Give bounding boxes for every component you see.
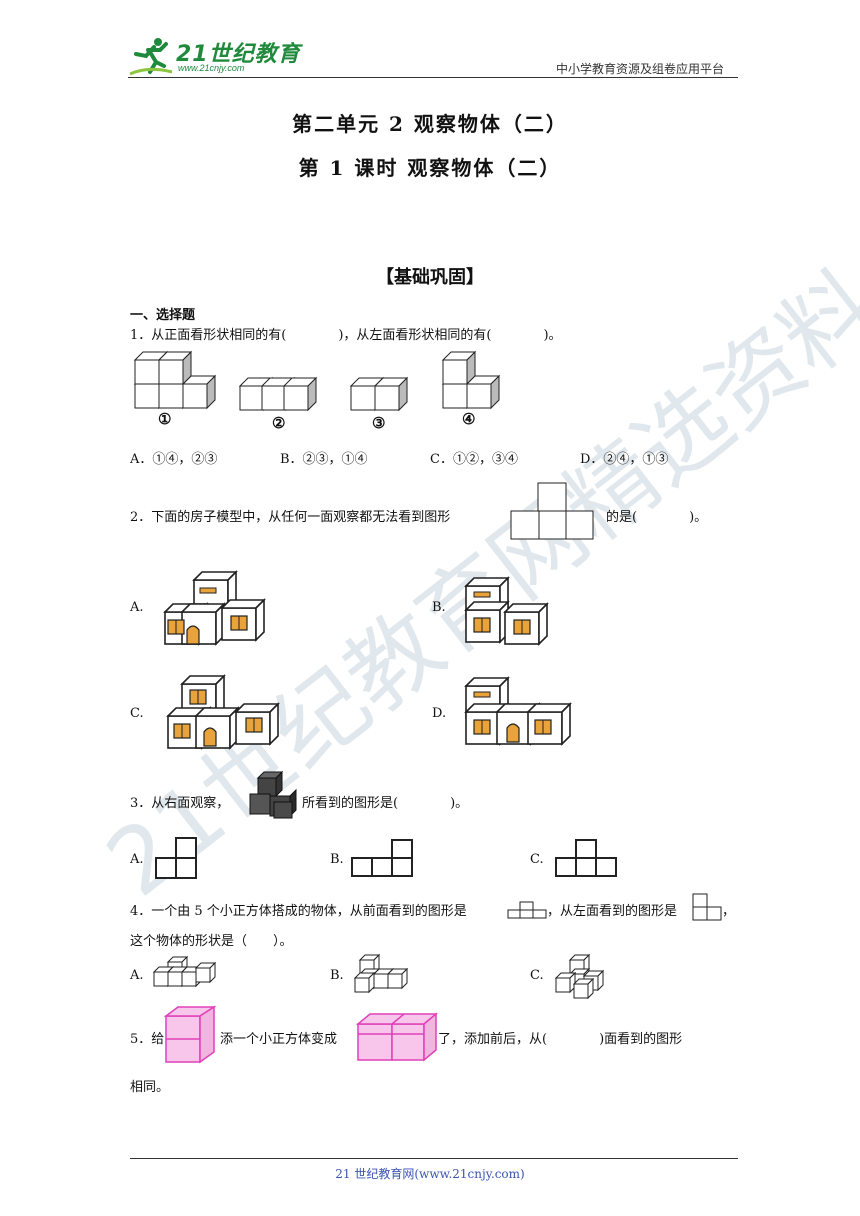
logo-runner-icon xyxy=(129,38,173,76)
footer-text: 21 世纪教育网(www.21cnjy.com) xyxy=(335,1167,525,1181)
header-tagline: 中小学教育资源及组卷应用平台 xyxy=(555,62,724,76)
q4-option-b[interactable]: B. xyxy=(330,968,344,983)
q3-solid-figure xyxy=(249,770,297,819)
question-5-text-a: 5．给 xyxy=(130,1032,165,1047)
section-heading: 【基础巩固】 xyxy=(376,267,484,288)
unit-title: 第二单元 2 观察物体（二） xyxy=(292,112,568,136)
question-4-text-d: 这个物体的形状是（ ）。 xyxy=(130,934,293,949)
q1-label-2: ② xyxy=(272,414,286,432)
lesson-title: 第 1 课时 观察物体（二） xyxy=(298,156,562,180)
question-4-text-b: ，从左面看到的图形是 xyxy=(547,904,678,919)
house-b xyxy=(465,577,548,645)
q5-after-figure xyxy=(355,1012,439,1062)
logo-text: 21世纪教育 xyxy=(176,42,301,67)
question-5-text-d: 相同。 xyxy=(130,1080,170,1095)
q2-option-a[interactable]: A. xyxy=(130,600,144,615)
question-1-text: 1．从正面看形状相同的有( )，从左面看形状相同的有( )。 xyxy=(130,328,562,343)
q3-option-c-figure xyxy=(555,839,617,877)
q1-label-4: ④ xyxy=(462,410,476,428)
q1-label-3: ③ xyxy=(372,414,386,432)
question-5-text-c: 了，添加前后，从( )面看到的图形 xyxy=(438,1032,683,1047)
logo-url: www.21cnjy.com xyxy=(178,63,245,73)
question-3-text-a: 3．从右面观察， xyxy=(130,796,230,811)
q2-target-shape xyxy=(510,482,594,540)
house-d xyxy=(465,677,571,745)
q3-option-c[interactable]: C. xyxy=(530,852,544,867)
q5-before-figure xyxy=(163,1005,217,1064)
q3-option-a-figure xyxy=(155,837,197,879)
house-a xyxy=(164,571,265,645)
footer-divider xyxy=(130,1158,738,1159)
q1-option-d[interactable]: D．②④，①③ xyxy=(580,452,669,467)
q1-option-a[interactable]: A．①④，②③ xyxy=(130,452,218,467)
q1-figure-1 xyxy=(134,351,216,409)
q1-figure-2 xyxy=(239,377,317,411)
question-4-text-a: 4．一个由 5 个小正方体搭成的物体，从前面看到的图形是 xyxy=(130,904,467,919)
q1-figure-4 xyxy=(442,351,500,409)
q2-option-c[interactable]: C. xyxy=(130,706,144,721)
question-2-text-b: 的是( )。 xyxy=(606,510,708,525)
part-label: 一、选择题 xyxy=(130,308,196,323)
q4-option-a[interactable]: A. xyxy=(130,968,144,983)
q3-option-a[interactable]: A. xyxy=(130,852,144,867)
q4-option-c-figure xyxy=(555,954,604,999)
question-2-text-a: 2．下面的房子模型中，从任何一面观察都无法看到图形 xyxy=(130,510,451,525)
q1-option-b[interactable]: B．②③，①④ xyxy=(280,452,368,467)
house-c xyxy=(167,675,279,749)
question-3-text-b: 所看到的图形是( )。 xyxy=(302,796,469,811)
q1-label-1: ① xyxy=(158,410,172,428)
q4-option-b-figure xyxy=(354,954,408,993)
question-5-text-b: 添一个小正方体变成 xyxy=(220,1032,338,1047)
header-divider xyxy=(128,77,738,78)
q4-option-a-figure xyxy=(153,956,216,987)
question-4-text-c: ， xyxy=(722,904,736,919)
q2-option-b[interactable]: B. xyxy=(432,600,446,615)
q2-option-d[interactable]: D. xyxy=(432,706,447,721)
q1-option-c[interactable]: C．①②，③④ xyxy=(430,452,518,467)
q4-left-view xyxy=(692,893,722,921)
q4-front-view xyxy=(507,901,547,919)
q4-option-c[interactable]: C. xyxy=(530,968,544,983)
q3-option-b[interactable]: B. xyxy=(330,852,344,867)
q1-figure-3 xyxy=(350,377,408,411)
q3-option-b-figure xyxy=(351,839,413,877)
